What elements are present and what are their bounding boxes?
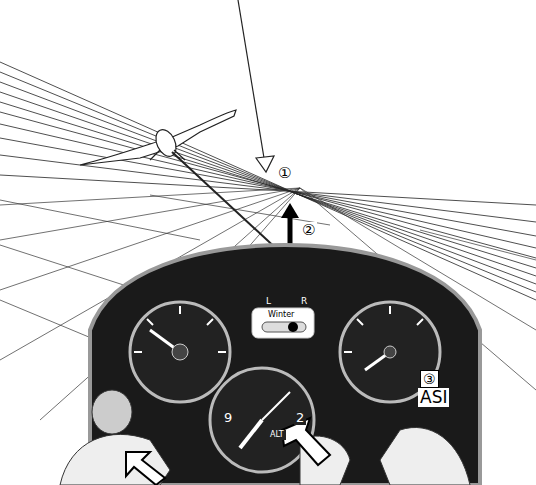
vario-gauge (130, 302, 230, 402)
scale-letter: L (264, 296, 273, 307)
glider (80, 110, 236, 165)
altimeter-gauge (210, 368, 314, 472)
callout-number: ① (276, 165, 293, 182)
scale-letter: R (299, 296, 309, 307)
brand-label: Winter (266, 310, 296, 320)
tow-rope (172, 152, 280, 252)
dial-number: 2 (294, 410, 306, 425)
dial-label: ALT (268, 430, 286, 440)
dial-number: 9 (222, 410, 234, 425)
slip-indicator (252, 308, 314, 338)
instrument-name: ASI (418, 388, 449, 407)
asi-gauge (340, 302, 440, 402)
callout-number: ③ (420, 370, 439, 388)
hands (60, 390, 470, 485)
hand-arrows (126, 418, 330, 485)
callout-number: ② (300, 222, 317, 239)
pointer-1 (238, 0, 274, 172)
